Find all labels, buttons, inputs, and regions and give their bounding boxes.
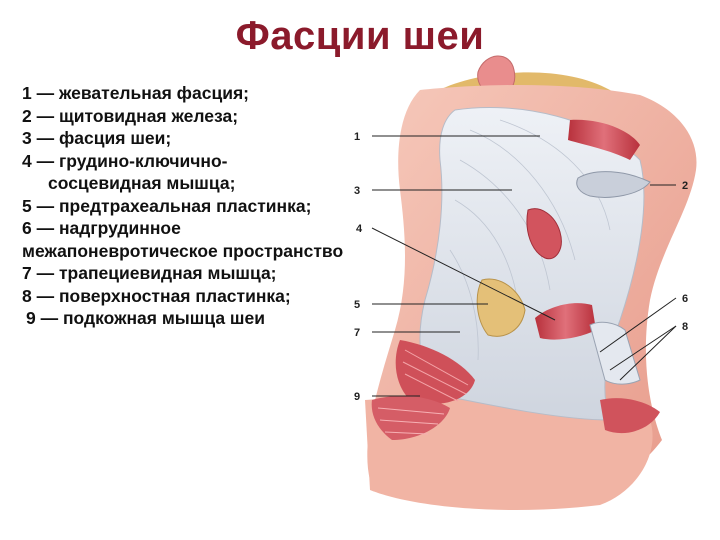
legend-item-8: 8 — поверхностная пластинка; [22, 285, 291, 306]
legend-item-4: 4 — грудино-ключично- [22, 150, 228, 171]
leader-line-4 [371, 227, 556, 321]
legend-item-1: 1 — жевательная фасция; [22, 83, 250, 103]
leader-line-6 [599, 297, 677, 353]
platysma-fibers [377, 407, 445, 435]
masseter-muscle [568, 119, 640, 160]
leader-lines [371, 135, 677, 397]
figure-label-9: 9 [354, 391, 360, 403]
fat-pad [476, 278, 526, 337]
central-muscle [535, 303, 596, 340]
legend-item-9: 9 — подкожная мышца шеи [26, 308, 265, 328]
legend-item-3: 3 — фасция шеи; [22, 128, 172, 148]
leader-line-8a [609, 325, 677, 371]
figure-label-2: 2 [682, 180, 688, 192]
figure-label-7: 7 [354, 327, 360, 339]
figure-label-6: 6 [682, 293, 688, 305]
figure-label-3: 3 [354, 185, 360, 197]
legend-item-4-continued: сосцевидная мышца; [48, 173, 236, 193]
legend-item-7: 7 — трапециевидная мышца; [22, 263, 277, 283]
trapezius-fibers [402, 349, 469, 402]
legend-item-6: 6 — надгрудинное [22, 218, 181, 238]
sternocleidomastoid-muscle [526, 208, 562, 260]
chest-skin [365, 398, 653, 510]
page-title: Фасции шеи [235, 14, 485, 58]
fascia-texture [449, 119, 611, 361]
figure-label-1: 1 [354, 131, 360, 143]
figure-label-8: 8 [682, 321, 688, 333]
figure-label-5: 5 [354, 299, 360, 311]
legend-item-2: 2 — щитовидная железа; [22, 105, 239, 126]
legend-list: 1 — жевательная фасция; 2 — щитовидная ж… [22, 82, 343, 330]
right-muscle-strip [589, 321, 641, 385]
legend-item-6-continued: межапоневротическое пространство [22, 240, 344, 261]
legend-item-5: 5 — предтрахеальная пластинка; [22, 195, 312, 216]
leader-line-8b [619, 325, 677, 381]
figure-label-4: 4 [356, 223, 363, 235]
thyroid-gland [576, 171, 651, 198]
lower-right-muscle [600, 398, 660, 434]
platysma-muscle [371, 395, 450, 440]
